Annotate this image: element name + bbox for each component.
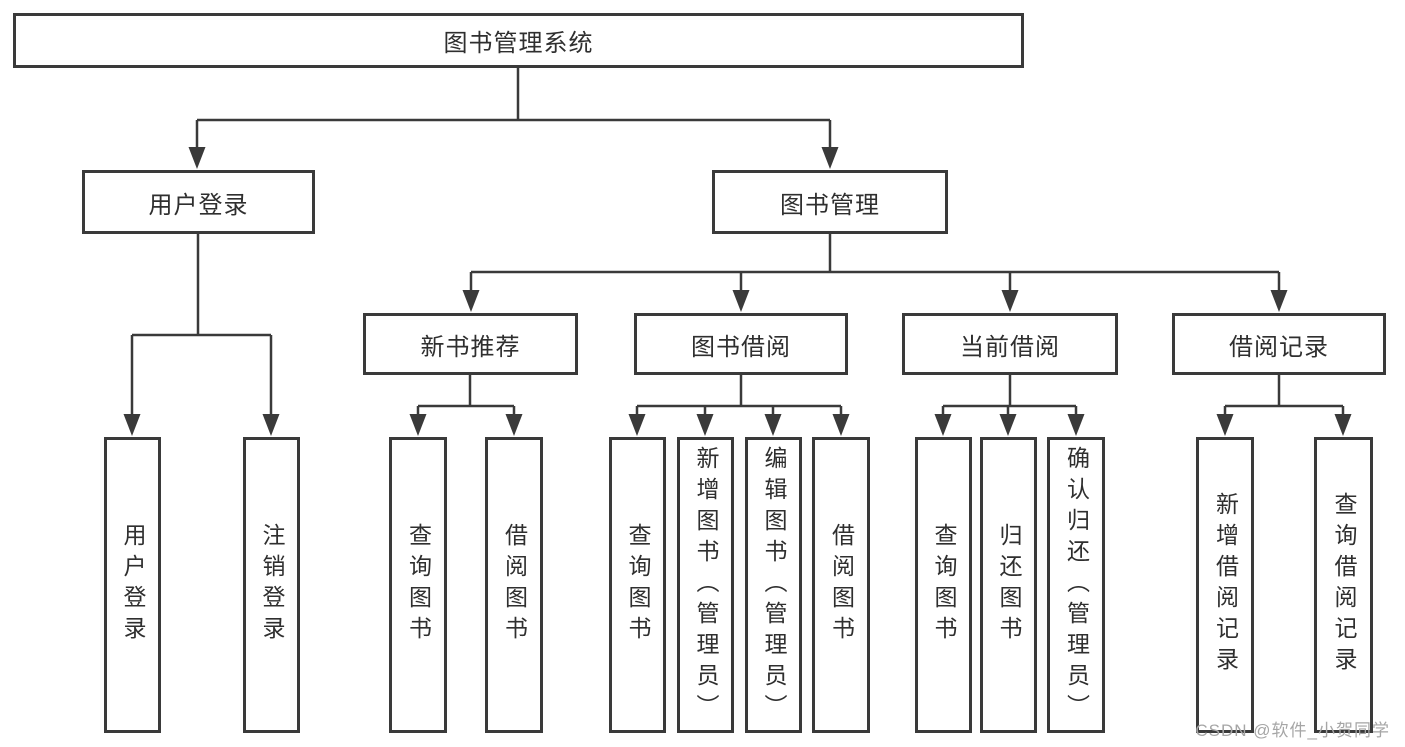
leaf-label: 用户登录 xyxy=(120,523,146,647)
leaf-label: 查询图书 xyxy=(931,523,957,647)
leaf-borrow-books-under-borrowing: 借阅图书 xyxy=(812,437,870,733)
leaf-label: 借阅图书 xyxy=(501,523,528,647)
leaf-label: 借阅图书 xyxy=(828,523,855,647)
node-user-login: 用户登录 xyxy=(82,170,315,234)
leaf-label: 归还图书 xyxy=(996,523,1022,647)
leaf-add-book-admin: 新增图书（管理员） xyxy=(677,437,734,733)
leaf-label: 确认归还（管理员） xyxy=(1063,445,1090,725)
node-new-book-recommendation: 新书推荐 xyxy=(363,313,578,375)
leaf-borrow-books-under-new-book: 借阅图书 xyxy=(485,437,543,733)
node-root: 图书管理系统 xyxy=(13,13,1024,68)
tree-lines xyxy=(130,68,1345,417)
leaf-label: 新增图书（管理员） xyxy=(693,445,719,725)
leaf-query-books-under-new-book: 查询图书 xyxy=(389,437,447,733)
leaf-query-borrow-record: 查询借阅记录 xyxy=(1314,437,1373,733)
leaf-label: 注销登录 xyxy=(259,523,285,647)
leaf-return-books: 归还图书 xyxy=(980,437,1037,733)
csdn-watermark: CSDN @软件_小贺同学 xyxy=(1195,721,1390,740)
leaf-logout: 注销登录 xyxy=(243,437,300,733)
leaf-label: 查询图书 xyxy=(405,523,432,647)
leaf-query-books-under-current: 查询图书 xyxy=(915,437,972,733)
arrowheads xyxy=(123,147,1352,436)
leaf-edit-book-admin: 编辑图书（管理员） xyxy=(745,437,802,733)
node-book-management: 图书管理 xyxy=(712,170,948,234)
leaf-query-books-under-borrowing: 查询图书 xyxy=(609,437,666,733)
leaf-user-login: 用户登录 xyxy=(104,437,161,733)
node-current-borrowing: 当前借阅 xyxy=(902,313,1118,375)
node-borrowing-records: 借阅记录 xyxy=(1172,313,1386,375)
leaf-label: 查询图书 xyxy=(625,523,651,647)
leaf-label: 查询借阅记录 xyxy=(1331,492,1357,678)
leaf-confirm-return-admin: 确认归还（管理员） xyxy=(1047,437,1105,733)
node-book-borrowing: 图书借阅 xyxy=(634,313,848,375)
leaf-add-borrow-record: 新增借阅记录 xyxy=(1196,437,1254,733)
leaf-label: 编辑图书（管理员） xyxy=(761,445,787,725)
leaf-label: 新增借阅记录 xyxy=(1212,492,1239,678)
